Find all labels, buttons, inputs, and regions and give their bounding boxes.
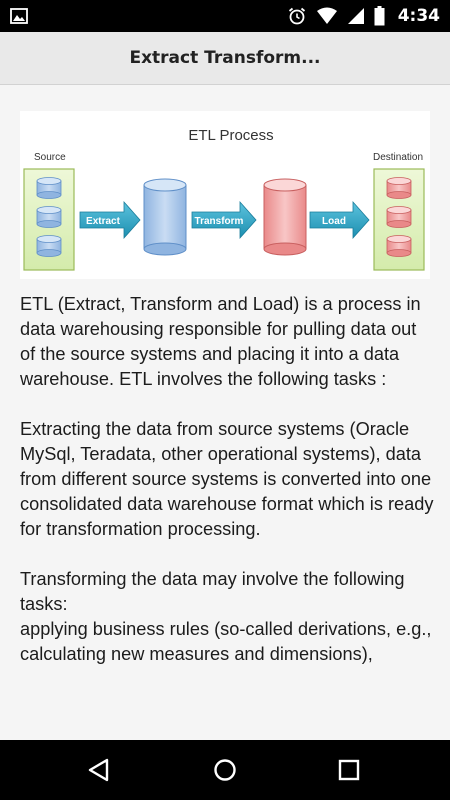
article-content[interactable]: ETL Process Source Destination <box>0 85 450 740</box>
navigation-bar <box>0 740 450 800</box>
extract-label: Extract <box>86 216 121 227</box>
article-text: ETL (Extract, Transform and Load) is a p… <box>20 292 436 667</box>
staging-database-icon <box>143 178 187 256</box>
alarm-icon <box>288 7 305 25</box>
source-db-icon <box>36 206 62 228</box>
warehouse-database-icon <box>263 178 307 256</box>
destination-label: Destination <box>373 152 423 163</box>
article-paragraph: ETL (Extract, Transform and Load) is a p… <box>20 294 421 389</box>
battery-icon <box>374 6 385 26</box>
app-bar: Extract Transform... <box>0 32 450 85</box>
article-paragraph: applying business rules (so-called deriv… <box>20 619 432 664</box>
status-time: 4:34 <box>397 6 440 26</box>
extract-arrow: Extract <box>79 200 141 240</box>
article-paragraph: Transforming the data may involve the fo… <box>20 569 405 614</box>
signal-icon <box>347 8 364 24</box>
recents-icon[interactable] <box>334 755 364 785</box>
diagram-title: ETL Process <box>188 127 273 144</box>
back-icon[interactable] <box>84 755 114 785</box>
page-title: Extract Transform... <box>129 48 321 68</box>
destination-db-icon <box>386 235 412 257</box>
source-label: Source <box>34 152 66 163</box>
source-db-icon <box>36 235 62 257</box>
load-label: Load <box>322 216 346 227</box>
source-db-icon <box>36 177 62 199</box>
home-icon[interactable] <box>210 755 240 785</box>
destination-db-icon <box>386 177 412 199</box>
etl-process-diagram: ETL Process Source Destination <box>20 111 430 279</box>
transform-arrow: Transform <box>191 200 257 240</box>
image-icon <box>10 8 28 24</box>
destination-db-icon <box>386 206 412 228</box>
load-arrow: Load <box>309 200 370 240</box>
source-panel <box>23 168 75 271</box>
transform-label: Transform <box>195 216 244 227</box>
article-paragraph: Extracting the data from source systems … <box>20 419 434 539</box>
destination-panel <box>373 168 425 271</box>
wifi-icon <box>316 7 337 24</box>
status-bar: 4:34 <box>0 0 450 32</box>
